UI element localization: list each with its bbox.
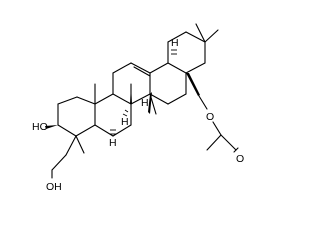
c4-substituents — [51, 135, 85, 179]
ester-oxygen-label: O — [206, 111, 214, 123]
molecule-structure: HO OH O O H H H H — [32, 23, 244, 193]
h-c9-label: H — [121, 116, 129, 128]
gem-dimethyl — [195, 23, 219, 43]
h-c5-label: H — [109, 137, 117, 149]
stereo-hydrogens — [110, 49, 177, 135]
angular-methyls — [94, 83, 157, 115]
hydroxyl-ring-label: HO — [32, 121, 48, 133]
ring-d — [149, 62, 187, 105]
carbonyl-oxygen-label: O — [236, 153, 244, 165]
hydroxyl-chain-label: OH — [46, 181, 62, 193]
c3-hydroxyl-bond — [45, 125, 58, 129]
acetoxymethyl-group — [186, 73, 239, 153]
ring-e — [167, 31, 206, 74]
ring-a — [57, 96, 96, 137]
h-c8-label: H — [141, 97, 149, 109]
molecule-canvas: HO OH O O H H H H — [32, 23, 244, 193]
h-c18-label: H — [171, 37, 179, 49]
double-bond-c12-c13 — [133, 66, 151, 77]
